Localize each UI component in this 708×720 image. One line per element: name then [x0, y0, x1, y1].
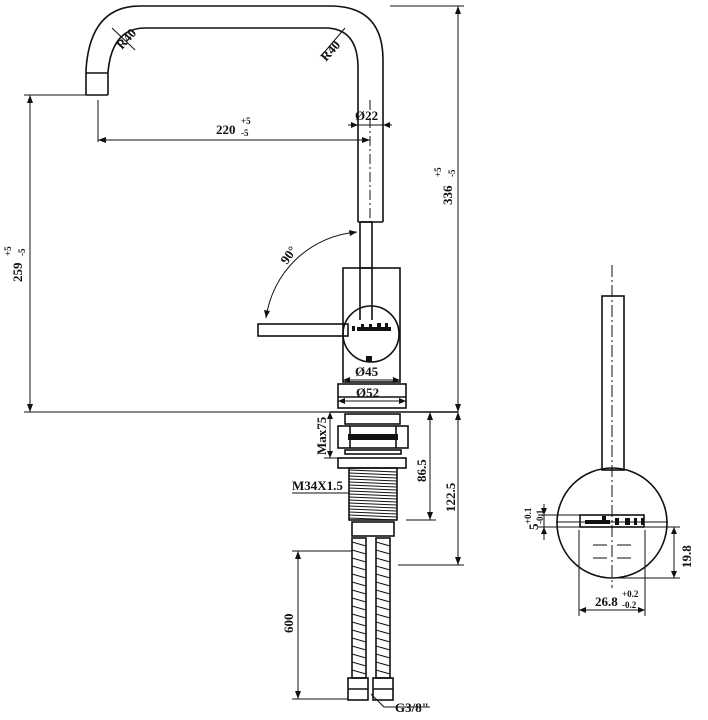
dim-max-deck: Max75	[314, 412, 338, 459]
svg-text:336: 336	[440, 185, 455, 205]
dim-thread: M34X1.5	[292, 478, 349, 494]
dim-shank-length: 86.5	[406, 412, 436, 521]
dim-base-diameter: Ø52	[338, 385, 406, 404]
svg-text:G3/8": G3/8"	[395, 700, 429, 715]
handle-disk	[342, 305, 400, 363]
svg-text:90°: 90°	[277, 243, 300, 267]
dim-top-width: 26.8 +0.2 -0.2	[578, 573, 646, 616]
top-slot	[556, 514, 668, 573]
supply-hoses	[347, 521, 395, 701]
svg-text:Ø45: Ø45	[355, 364, 379, 379]
dim-spout-reach: 220 +5 -5	[97, 100, 370, 143]
dim-shank-total: 122.5	[398, 412, 464, 566]
dim-lever-angle: 90°	[264, 230, 358, 319]
svg-text:+0.2: +0.2	[622, 589, 639, 599]
lever	[257, 221, 373, 337]
svg-text:5: 5	[526, 523, 541, 530]
svg-text:M34X1.5: M34X1.5	[292, 478, 343, 493]
svg-text:-0.2: -0.2	[622, 600, 637, 610]
dim-radius-inner: R40	[317, 27, 346, 64]
svg-text:+5: +5	[433, 167, 443, 177]
svg-text:86.5: 86.5	[414, 459, 429, 482]
faucet-top-view: 5 +0.1 -0.1 19.8 26.8 +0.2 -0.2	[523, 265, 694, 616]
svg-text:259: 259	[10, 262, 25, 282]
svg-text:-5: -5	[17, 248, 27, 256]
svg-text:Max75: Max75	[314, 416, 329, 455]
svg-text:Ø22: Ø22	[355, 108, 378, 123]
svg-text:-5: -5	[241, 128, 249, 138]
svg-text:600: 600	[281, 614, 296, 634]
top-lever	[601, 295, 625, 471]
svg-text:R40: R40	[317, 37, 343, 64]
dim-top-depth: 19.8	[612, 526, 694, 579]
faucet-base	[330, 383, 458, 413]
svg-text:26.8: 26.8	[595, 594, 618, 609]
svg-text:122.5: 122.5	[443, 482, 458, 512]
side-dimensions: R40 R40 220 +5 -5 Ø22	[3, 5, 464, 715]
mounting-nut	[337, 413, 409, 469]
svg-text:-5: -5	[447, 169, 457, 177]
dim-total-height: 336 +5 -5	[390, 5, 464, 565]
dim-spout-height: 259 +5 -5	[3, 94, 338, 413]
svg-text:19.8: 19.8	[679, 545, 694, 568]
threaded-shank	[348, 467, 398, 521]
svg-text:Ø52: Ø52	[356, 385, 379, 400]
dim-top-offset: 5 +0.1 -0.1	[523, 504, 580, 540]
dim-spout-diameter: Ø22	[348, 108, 392, 128]
svg-text:220: 220	[216, 122, 236, 137]
faucet-side-view	[85, 5, 458, 701]
svg-text:-0.1: -0.1	[535, 509, 545, 524]
dim-hose-length: 600	[281, 550, 352, 700]
dim-body-diameter: Ø45	[343, 364, 400, 383]
svg-text:+5: +5	[3, 246, 13, 256]
svg-text:+0.1: +0.1	[523, 507, 533, 524]
dim-connection: G3/8"	[370, 693, 430, 715]
svg-text:+5: +5	[241, 116, 251, 126]
